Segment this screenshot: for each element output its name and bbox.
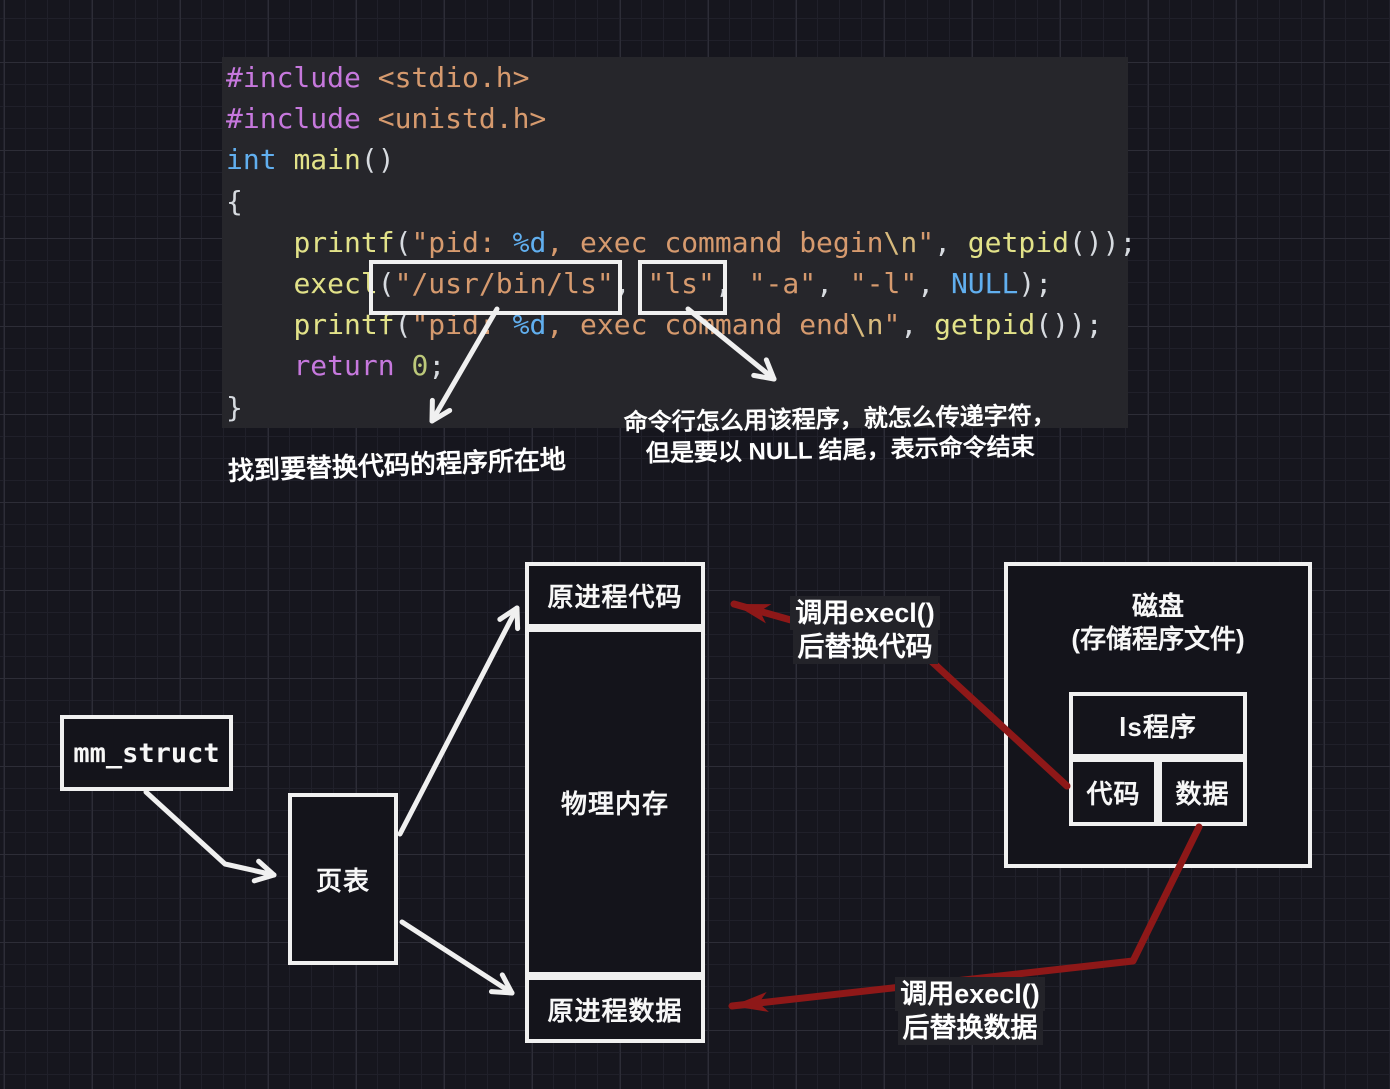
ls-program-label: ls程序 xyxy=(1119,711,1197,742)
disk-code-label: 代码 xyxy=(1086,778,1141,809)
replace-data-caption-line2: 后替换数据 xyxy=(897,1011,1043,1045)
disk-title: 磁盘 (存储程序文件) xyxy=(1004,590,1312,656)
program-path-note: 找到要替换代码的程序所在地 xyxy=(227,444,567,486)
disk-data-label: 数据 xyxy=(1175,778,1230,809)
physical-memory-box: 物理内存 xyxy=(525,628,705,976)
command-args-note: 命令行怎么用该程序，就怎么传递字符， 但是要以 NULL 结尾，表示命令结束 xyxy=(599,400,1080,470)
replace-code-caption: 调用execl() 后替换代码 xyxy=(765,596,965,664)
page-table-box: 页表 xyxy=(288,793,398,965)
disk-data-box: 数据 xyxy=(1158,758,1247,826)
replace-data-caption: 调用execl() 后替换数据 xyxy=(870,977,1070,1045)
replace-data-caption-line1: 调用execl() xyxy=(895,977,1045,1011)
highlight-box-argv0 xyxy=(638,260,727,315)
ls-program-box: ls程序 xyxy=(1069,692,1247,758)
arrow-pagetable-to-data xyxy=(399,919,515,996)
original-process-data-box: 原进程数据 xyxy=(525,976,705,1043)
disk-title-line: 磁盘 xyxy=(1131,591,1184,621)
disk-code-box: 代码 xyxy=(1069,758,1158,826)
replace-code-caption-line2: 后替换代码 xyxy=(792,630,938,664)
mm-struct-label: mm_struct xyxy=(73,737,220,769)
physical-memory-label: 物理内存 xyxy=(560,788,669,819)
code-panel: #include <stdio.h>#include <unistd.h>int… xyxy=(222,57,1137,428)
highlight-box-program-path xyxy=(369,260,622,315)
arrow-pagetable-to-code xyxy=(397,605,521,837)
disk-subtitle-line: (存储程序文件) xyxy=(1071,624,1245,654)
original-process-data-label: 原进程数据 xyxy=(547,996,683,1026)
original-process-code-label: 原进程代码 xyxy=(547,581,683,612)
page-table-label: 页表 xyxy=(315,865,370,896)
original-process-code-box: 原进程代码 xyxy=(525,562,705,628)
mm-struct-box: mm_struct xyxy=(60,715,233,791)
arrow-mmstruct-to-pagetable xyxy=(143,789,277,884)
code-block: #include <stdio.h>#include <unistd.h>int… xyxy=(226,61,1137,424)
replace-code-caption-line1: 调用execl() xyxy=(790,596,940,630)
